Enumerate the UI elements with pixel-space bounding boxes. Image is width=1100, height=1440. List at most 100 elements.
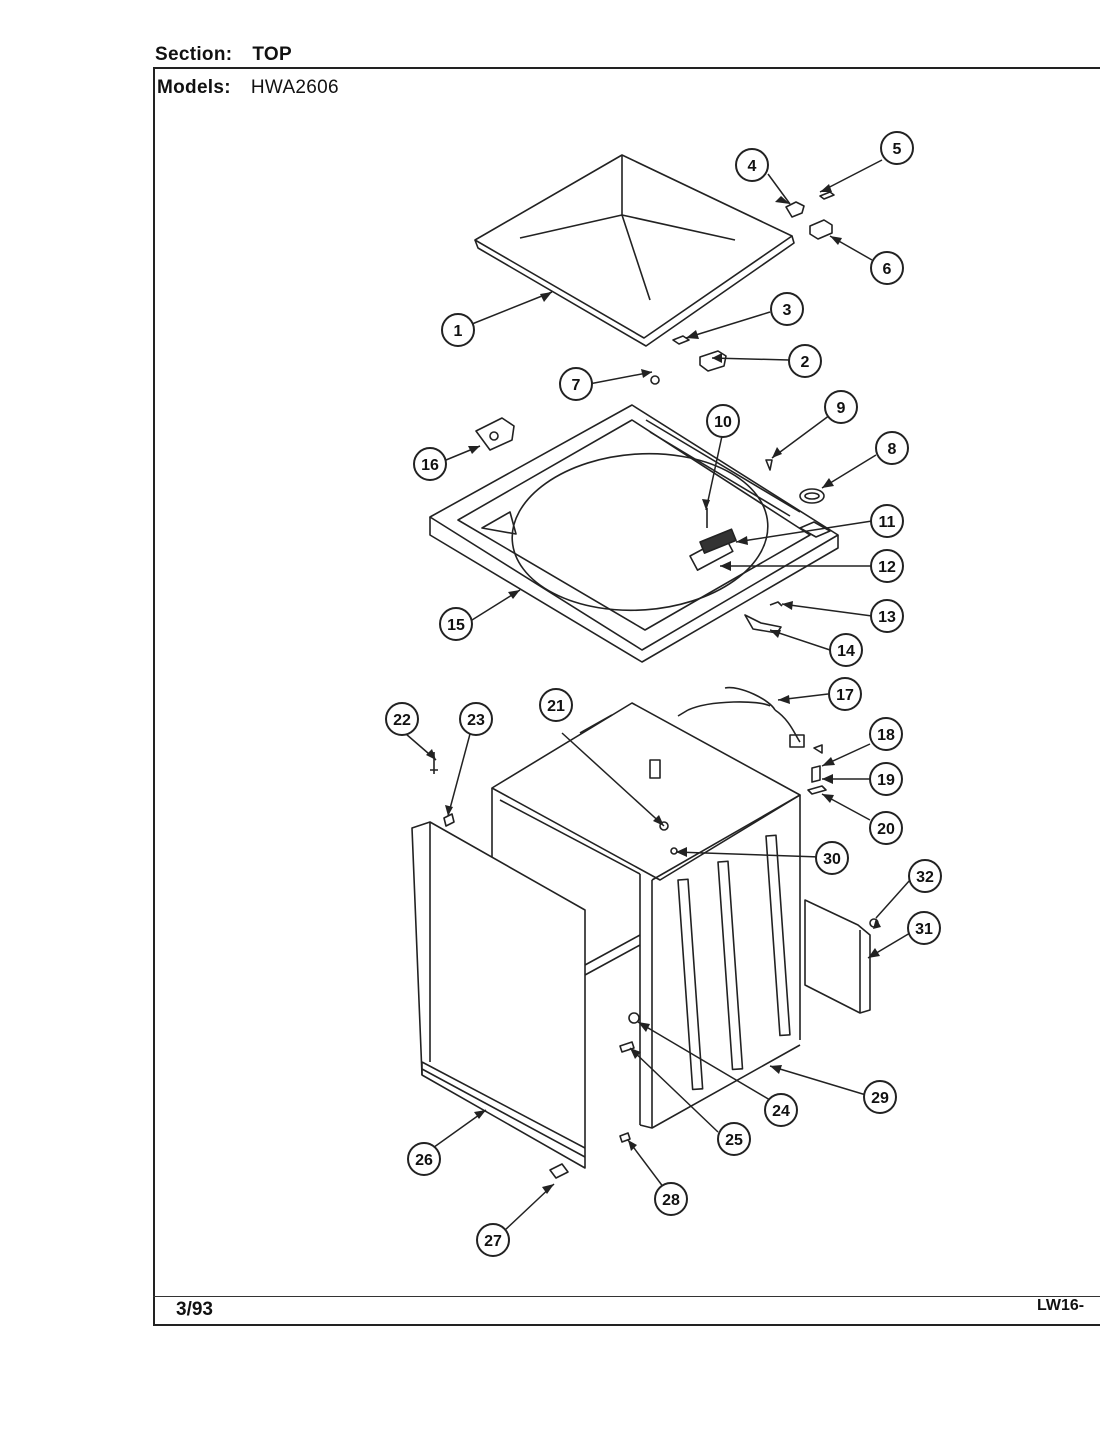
section-label: Section: (155, 44, 233, 65)
callout-22: 22 (385, 702, 419, 736)
callout-11: 11 (870, 504, 904, 538)
callout-19: 19 (869, 762, 903, 796)
callout-circle (407, 1142, 441, 1176)
callout-15: 15 (439, 607, 473, 641)
callout-12: 12 (870, 549, 904, 583)
callout-3: 3 (770, 292, 804, 326)
callout-number: 30 (823, 851, 841, 868)
models-header: Models: HWA2606 (157, 77, 339, 99)
callout-number: 14 (837, 643, 855, 660)
callout-circle (717, 1122, 751, 1156)
callout-circle (559, 367, 593, 401)
callout-30: 30 (815, 841, 849, 875)
callout-number: 20 (877, 821, 895, 838)
callout-14: 14 (829, 633, 863, 667)
callout-2: 2 (788, 344, 822, 378)
callout-5: 5 (880, 131, 914, 165)
callout-circle (815, 841, 849, 875)
callout-number: 1 (454, 323, 463, 340)
footer-rule (153, 1296, 1100, 1297)
top-panel-hardware-drawing (475, 417, 825, 634)
callout-circle (539, 688, 573, 722)
section-value: TOP (252, 44, 292, 65)
callout-6: 6 (870, 251, 904, 285)
callout-number: 23 (467, 712, 485, 729)
callout-circle (880, 131, 914, 165)
callout-number: 17 (836, 687, 854, 704)
callout-circle (385, 702, 419, 736)
callout-circle (735, 148, 769, 182)
callout-17: 17 (828, 677, 862, 711)
callout-circle (441, 313, 475, 347)
callout-circle (870, 251, 904, 285)
callout-1: 1 (441, 313, 475, 347)
callout-circle (869, 811, 903, 845)
callout-27: 27 (476, 1223, 510, 1257)
callout-circle (829, 633, 863, 667)
callout-circle (459, 702, 493, 736)
callout-25: 25 (717, 1122, 751, 1156)
callout-number: 25 (725, 1132, 743, 1149)
lid-drawing (474, 154, 795, 347)
callout-circle (870, 504, 904, 538)
callout-circle (706, 404, 740, 438)
revision-date: 3/93 (176, 1299, 213, 1320)
callout-21: 21 (539, 688, 573, 722)
callout-number: 4 (748, 158, 757, 175)
callout-number: 28 (662, 1192, 680, 1209)
callout-circle (770, 292, 804, 326)
callout-number: 3 (783, 302, 792, 319)
callout-number: 8 (888, 441, 897, 458)
callout-number: 24 (772, 1103, 790, 1120)
lid-hardware-drawing (650, 191, 835, 385)
callout-8: 8 (875, 431, 909, 465)
diagram-code: LW16- (1037, 1297, 1085, 1314)
callout-circle (413, 447, 447, 481)
callout-circle (908, 859, 942, 893)
callout-number: 2 (801, 354, 810, 371)
callout-26: 26 (407, 1142, 441, 1176)
callout-31: 31 (907, 911, 941, 945)
leader-arrowheads (426, 184, 881, 1194)
callout-number: 32 (916, 869, 934, 886)
callout-number: 11 (879, 514, 896, 531)
callout-circle (654, 1182, 688, 1216)
callout-9: 9 (824, 390, 858, 424)
callout-number: 6 (883, 261, 892, 278)
callout-10: 10 (706, 404, 740, 438)
callout-number: 27 (484, 1233, 502, 1250)
section-header: Section: TOP (155, 44, 292, 66)
callout-number: 16 (421, 457, 439, 474)
callout-circle (870, 599, 904, 633)
callout-number: 15 (447, 617, 465, 634)
callout-number: 13 (878, 609, 896, 626)
callout-18: 18 (869, 717, 903, 751)
callout-number: 12 (878, 559, 896, 576)
power-cord-drawing (677, 686, 805, 748)
callout-circle (870, 549, 904, 583)
callout-23: 23 (459, 702, 493, 736)
models-label: Models: (157, 77, 231, 98)
callout-number: 29 (871, 1090, 889, 1107)
callout-24: 24 (764, 1093, 798, 1127)
callout-7: 7 (559, 367, 593, 401)
callout-circle (788, 344, 822, 378)
diagram-frame (153, 67, 1100, 1326)
callout-circle (439, 607, 473, 641)
callout-number: 26 (415, 1152, 433, 1169)
callout-28: 28 (654, 1182, 688, 1216)
callout-number: 10 (714, 414, 732, 431)
callout-32: 32 (908, 859, 942, 893)
callout-number: 21 (547, 698, 565, 715)
callout-20: 20 (869, 811, 903, 845)
callout-number: 18 (877, 727, 895, 744)
cabinet-drawing (491, 702, 801, 1129)
callout-circle (869, 762, 903, 796)
callout-number: 7 (572, 377, 581, 394)
models-value: HWA2606 (250, 77, 339, 98)
callout-circle (907, 911, 941, 945)
rear-panel-drawing (804, 899, 879, 1014)
callout-circle (828, 677, 862, 711)
